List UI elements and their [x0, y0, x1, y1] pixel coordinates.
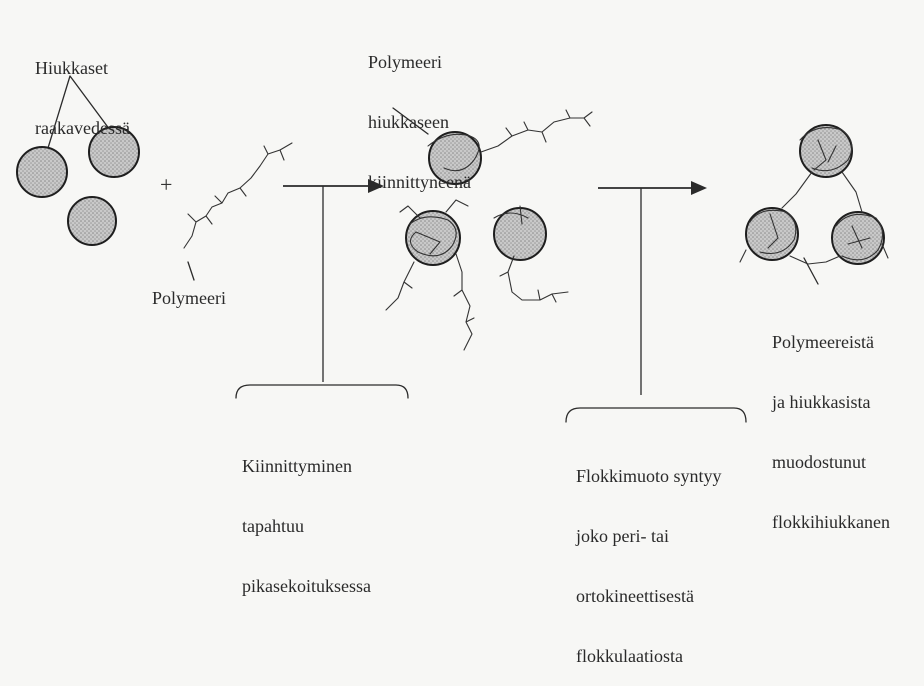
label-raw-particles: Hiukkaset raakavedessä — [35, 18, 130, 158]
polymer-pointer — [188, 262, 194, 280]
label-flock-result-line-1: Polymeereistä — [772, 332, 890, 352]
label-flock-result-line-2: ja hiukkasista — [772, 392, 890, 412]
label-flock-step-line-1: Flokkimuoto syntyy — [576, 466, 722, 486]
label-flock-result-line-4: flokkihiukkanen — [772, 512, 890, 532]
label-attached-line-3: kiinnittyneenä — [368, 172, 471, 192]
free-polymer-chain — [184, 143, 292, 248]
raw-particle-3 — [68, 197, 116, 245]
attached-particle-2 — [406, 211, 460, 265]
label-attachment-step-line-1: Kiinnittyminen — [242, 456, 371, 476]
label-raw-particles-line-2: raakavedessä — [35, 118, 130, 138]
plus-sign: + — [160, 172, 172, 198]
attached-particle-3 — [494, 208, 546, 260]
free-polymer-group — [184, 143, 292, 280]
label-flock-result: Polymeereistä ja hiukkasista muodostunut… — [772, 292, 890, 552]
label-attachment-step-line-3: pikasekoituksessa — [242, 576, 371, 596]
label-raw-particles-line-1: Hiukkaset — [35, 58, 130, 78]
label-attached-line-2: hiukkaseen — [368, 112, 471, 132]
label-flock-step-line-4: flokkulaatiosta — [576, 646, 722, 666]
arrow-flock — [566, 181, 746, 422]
label-flock-result-line-3: muodostunut — [772, 452, 890, 472]
attachment-bracket — [236, 385, 408, 398]
label-attachment-step-line-2: tapahtuu — [242, 516, 371, 536]
label-flock-step: Flokkimuoto syntyy joko peri- tai ortoki… — [576, 426, 722, 686]
label-flock-step-line-2: joko peri- tai — [576, 526, 722, 546]
label-attached: Polymeeri hiukkaseen kiinnittyneenä — [368, 12, 471, 212]
label-polymer: Polymeeri — [152, 288, 226, 308]
flock-bracket — [566, 408, 746, 422]
label-flock-step-line-3: ortokineettisestä — [576, 586, 722, 606]
label-attached-line-1: Polymeeri — [368, 52, 471, 72]
floc-pointer — [804, 258, 818, 284]
floc-group — [740, 125, 888, 284]
label-attachment-step: Kiinnittyminen tapahtuu pikasekoituksess… — [242, 416, 371, 616]
